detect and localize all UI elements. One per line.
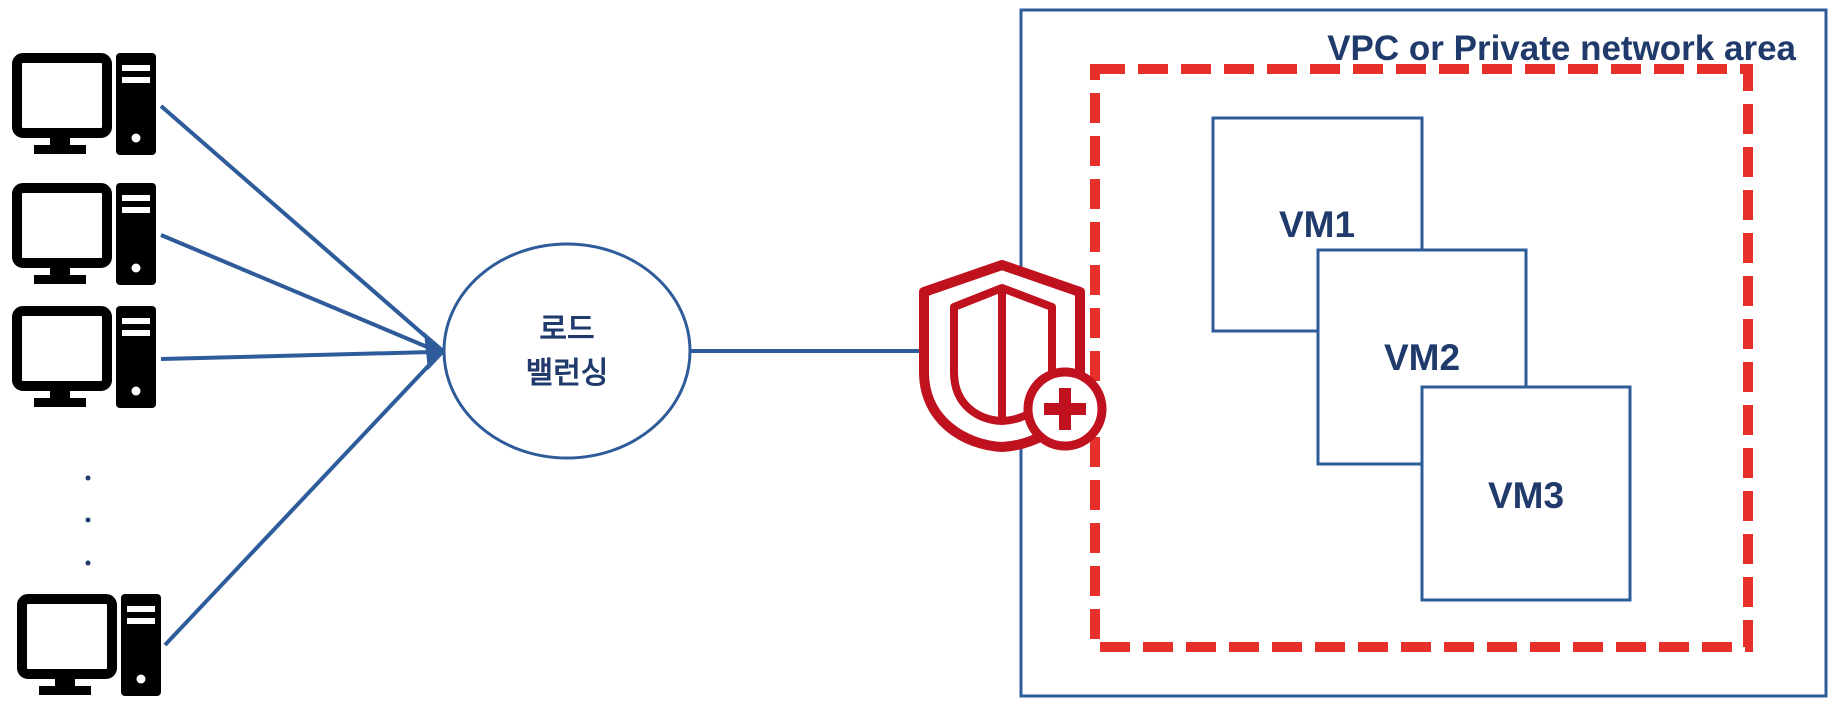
- vm1-label: VM1: [1279, 204, 1355, 245]
- client-computer-2: [17, 183, 156, 285]
- desktop-computer-icon: [17, 183, 156, 285]
- security-shield-icon: [919, 260, 1107, 452]
- vpc-label: VPC or Private network area: [1327, 29, 1796, 68]
- more-clients-ellipsis: [85, 475, 91, 566]
- client-connections: [159, 104, 434, 647]
- load-balancer-label-line1: 로드: [539, 312, 594, 347]
- connection-line: [159, 104, 434, 344]
- client-computer-4: [22, 594, 161, 696]
- vm3-label: VM3: [1488, 475, 1564, 516]
- client-computer-1: [17, 53, 156, 155]
- desktop-computer-icon: [17, 306, 156, 408]
- connection-line: [160, 350, 433, 361]
- connection-line: [163, 360, 434, 647]
- security-zone-boundary: [1090, 64, 1753, 652]
- connection-line: [160, 233, 433, 351]
- client-computer-3: [17, 306, 156, 408]
- vm3-box: [1420, 385, 1632, 602]
- vm2-label: VM2: [1384, 337, 1460, 378]
- load-balancer-label-line2: 밸런싱: [526, 356, 609, 391]
- desktop-computer-icon: [17, 53, 156, 155]
- desktop-computer-icon: [22, 594, 161, 696]
- arrow-head: [424, 332, 446, 370]
- load-balancer-node: [442, 242, 692, 460]
